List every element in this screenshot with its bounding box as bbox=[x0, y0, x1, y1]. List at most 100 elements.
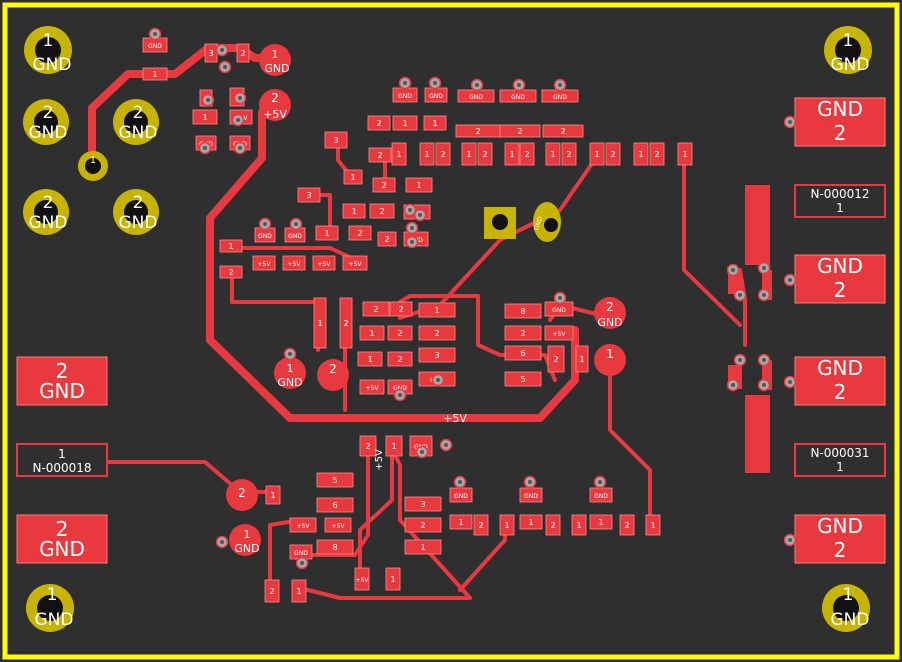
smd-pad-label: 1 bbox=[152, 70, 157, 79]
hole-num: 1 bbox=[47, 585, 58, 605]
smd-pad-label: GND bbox=[594, 493, 608, 500]
smd-pad bbox=[589, 142, 605, 166]
connector-left-mid: 1 N-000018 bbox=[16, 443, 108, 477]
via-drill bbox=[398, 393, 402, 397]
smd-pad-label: +5V bbox=[288, 261, 302, 268]
smd-pad-label: 2 bbox=[434, 329, 439, 338]
smd-pad-label: 1 bbox=[402, 119, 407, 128]
smd-pad bbox=[342, 255, 368, 271]
via-drill bbox=[731, 383, 735, 387]
hole-bottom-left: 1 GND bbox=[26, 584, 74, 632]
smd-pad bbox=[142, 67, 168, 81]
via-drill bbox=[788, 538, 792, 542]
hole-num: 2 bbox=[133, 193, 144, 213]
smd-pad-label: 3 bbox=[306, 191, 311, 200]
smd-pad-label: 1 bbox=[420, 543, 425, 552]
pad-num: 1 bbox=[287, 362, 294, 375]
hole-top-right: 1 GND bbox=[824, 26, 872, 75]
mounting-holes: 1 GND 1 GND 1 GND 1 GND 2 GND 2 GND bbox=[23, 26, 872, 632]
copper-traces bbox=[88, 44, 579, 422]
vias bbox=[148, 27, 797, 570]
hole-num: 2 bbox=[43, 193, 54, 213]
smd-pad bbox=[359, 435, 377, 457]
smd-pad bbox=[385, 567, 401, 591]
via-drill bbox=[762, 293, 766, 297]
hole-net: GND bbox=[35, 610, 74, 630]
via-drill bbox=[153, 32, 157, 36]
smd-pad bbox=[499, 514, 515, 536]
pad-num: 2 bbox=[606, 300, 614, 314]
hole-net: GND bbox=[29, 123, 68, 143]
smd-pad bbox=[359, 379, 385, 395]
pad-net: N-000031 bbox=[810, 446, 869, 460]
smd-pad bbox=[419, 142, 435, 166]
smd-pad-label: 2 bbox=[384, 235, 389, 244]
smd-pad-label: 2 bbox=[566, 150, 571, 159]
pad-num: 1 bbox=[244, 528, 251, 541]
smd-pad-label: 1 bbox=[350, 173, 355, 182]
hole-bottom-right: 1 GND bbox=[822, 584, 870, 632]
smd-pad-label: 2 bbox=[240, 49, 245, 58]
smd-pad-label: 2 bbox=[475, 127, 480, 136]
smd-pad-label: GND bbox=[398, 93, 412, 100]
smd-pad bbox=[391, 142, 407, 166]
pad-num: 1 bbox=[836, 201, 844, 215]
smd-pad bbox=[605, 142, 621, 166]
smd-pad-label: 2 bbox=[553, 355, 558, 364]
smd-pad-label: 6 bbox=[332, 501, 337, 510]
smd-pad-label: 1 bbox=[504, 521, 509, 530]
smd-pad-label: 1 bbox=[228, 242, 233, 251]
hole-num: 1 bbox=[43, 31, 54, 51]
smd-pad-label: GND bbox=[288, 233, 302, 240]
hole-net: GND bbox=[119, 213, 158, 233]
smd-pad-label: 1 bbox=[594, 150, 599, 159]
smd-pad-label: 1 bbox=[509, 150, 514, 159]
smd-pad bbox=[504, 325, 542, 341]
smd-pad-label: 1 bbox=[576, 521, 581, 530]
smd-pad bbox=[762, 270, 772, 300]
copper-strip-lower bbox=[745, 395, 770, 473]
smd-pad-label: 2 bbox=[560, 127, 565, 136]
via-drill bbox=[408, 208, 412, 212]
smd-pad-label: GND bbox=[524, 493, 538, 500]
via-drill bbox=[558, 296, 562, 300]
smd-pad bbox=[504, 142, 520, 166]
vertical-label-5v: +5V bbox=[374, 449, 385, 471]
connector-right-5: N-000031 1 bbox=[794, 443, 886, 477]
smd-pad bbox=[633, 142, 649, 166]
via-drill bbox=[528, 480, 532, 484]
pad-net: N-000012 bbox=[810, 187, 869, 201]
via-drill bbox=[762, 383, 766, 387]
smd-pad bbox=[473, 514, 489, 536]
smd-pad-label: 3 bbox=[333, 136, 338, 145]
smd-pad bbox=[499, 124, 541, 138]
hole-top-left: 1 GND bbox=[24, 26, 72, 75]
pad-num: 2 bbox=[56, 359, 69, 383]
hole-left-1: 2 GND bbox=[23, 99, 69, 145]
smd-pad bbox=[219, 239, 243, 253]
smd-pad-label: 1 bbox=[367, 355, 372, 364]
bus-label-5v: +5V bbox=[443, 412, 467, 425]
smd-pad bbox=[252, 255, 276, 271]
smd-pad bbox=[316, 539, 354, 555]
smd-pad-label: 2 bbox=[610, 150, 615, 159]
hole-num: 1 bbox=[843, 585, 854, 605]
smd-pad bbox=[348, 225, 372, 241]
smd-pad bbox=[544, 325, 574, 341]
via-drill bbox=[223, 65, 227, 69]
hole-left-2: 2 GND bbox=[113, 99, 159, 145]
smd-pad-label: 1 bbox=[424, 150, 429, 159]
smd-pad-label: 5 bbox=[332, 476, 337, 485]
hole-net: GND bbox=[33, 55, 72, 75]
smd-pad-label: 1 bbox=[598, 518, 603, 527]
smd-pad bbox=[343, 169, 363, 185]
smd-pad-label: GND bbox=[294, 550, 308, 557]
smd-pad bbox=[504, 303, 542, 319]
smd-pad-label: +5V bbox=[318, 261, 332, 268]
via-drill bbox=[238, 96, 242, 100]
smd-pad-label: 2 bbox=[520, 329, 525, 338]
via-drill bbox=[203, 146, 207, 150]
hole-num: 1 bbox=[843, 31, 854, 51]
smd-pad-label: 3 bbox=[434, 351, 439, 360]
smd-pad-label: 2 bbox=[397, 329, 402, 338]
